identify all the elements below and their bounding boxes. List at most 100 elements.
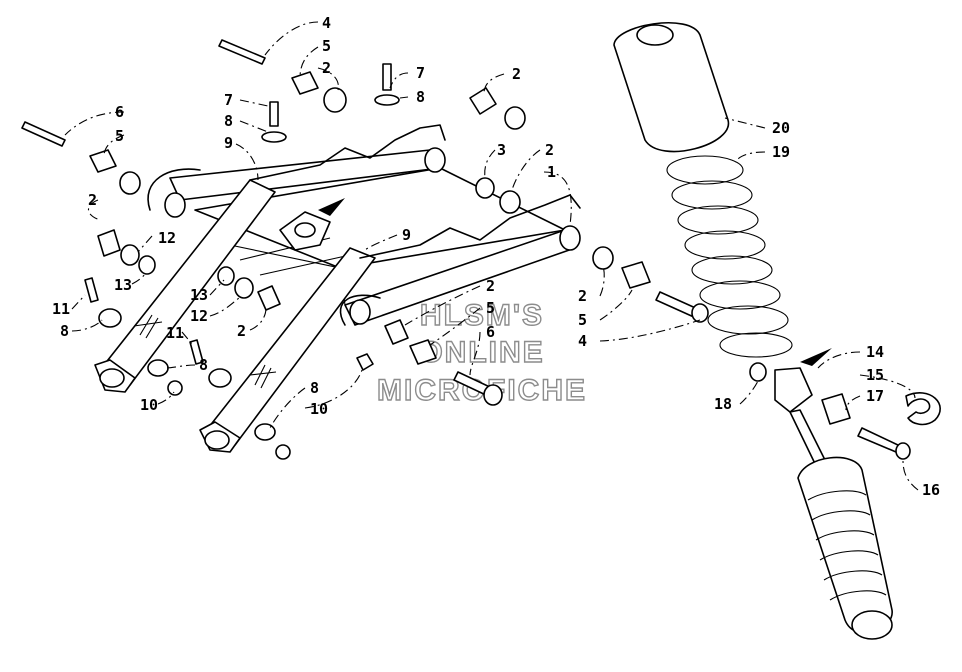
callout-5: 5 bbox=[322, 37, 331, 55]
left-tube-cap bbox=[164, 192, 186, 218]
bushing-5-top bbox=[291, 71, 319, 95]
callout-4: 4 bbox=[322, 14, 331, 32]
callout-2: 2 bbox=[237, 322, 246, 340]
callout-8: 8 bbox=[199, 356, 208, 374]
callout-2: 2 bbox=[486, 277, 495, 295]
bolt-6-left bbox=[21, 121, 66, 147]
callout-11: 11 bbox=[166, 324, 184, 342]
washer-8-left bbox=[261, 131, 287, 143]
shock-boot-20 bbox=[613, 22, 729, 153]
bolt-11-a bbox=[84, 277, 99, 303]
washer-8-d bbox=[254, 423, 276, 441]
bolt-11-b bbox=[189, 339, 204, 365]
callout-19: 19 bbox=[772, 143, 790, 161]
coil-spring-19 bbox=[666, 155, 793, 358]
callout-8: 8 bbox=[310, 379, 319, 397]
rear-bent-rail bbox=[249, 124, 446, 181]
front-hook bbox=[339, 294, 381, 326]
nut-13-left bbox=[138, 255, 156, 275]
spacer-2-mid-left bbox=[257, 285, 281, 311]
nut-center bbox=[356, 353, 374, 371]
nut-10-b bbox=[275, 444, 291, 460]
callout-10: 10 bbox=[140, 396, 158, 414]
callout-9: 9 bbox=[402, 226, 411, 244]
callout-12: 12 bbox=[158, 229, 176, 247]
callout-15: 15 bbox=[866, 366, 884, 384]
washer-8-b bbox=[147, 359, 169, 377]
callout-8: 8 bbox=[224, 112, 233, 130]
callout-7: 7 bbox=[224, 91, 233, 109]
callout-13: 13 bbox=[114, 276, 132, 294]
callout-7: 7 bbox=[416, 64, 425, 82]
shock-body bbox=[797, 456, 893, 634]
washer-8-c bbox=[208, 368, 232, 388]
rear-tube-cap bbox=[424, 147, 446, 173]
shock-body-ribs bbox=[807, 490, 887, 601]
callout-14: 14 bbox=[866, 343, 884, 361]
bushing-5-left bbox=[89, 149, 117, 173]
callout-13: 13 bbox=[190, 286, 208, 304]
washer-12-left bbox=[120, 244, 140, 266]
callout-8: 8 bbox=[416, 88, 425, 106]
shock-absorber bbox=[613, 22, 941, 640]
callout-20: 20 bbox=[772, 119, 790, 137]
bushing-5-far-right bbox=[621, 261, 651, 289]
washer-12-mid bbox=[234, 277, 254, 299]
spacer-2-top bbox=[323, 87, 347, 113]
callout-6: 6 bbox=[115, 103, 124, 121]
watermark-line-2: ONLINE bbox=[419, 336, 544, 369]
washer-8-a bbox=[98, 308, 122, 328]
callout-2: 2 bbox=[545, 141, 554, 159]
shock-lower-eye bbox=[851, 610, 893, 640]
callout-18: 18 bbox=[714, 395, 732, 413]
nut-13-mid bbox=[217, 266, 235, 286]
callout-9: 9 bbox=[224, 134, 233, 152]
front-tube-cap bbox=[559, 225, 581, 251]
bolt-16 bbox=[857, 427, 901, 453]
callout-6: 6 bbox=[486, 323, 495, 341]
callout-3: 3 bbox=[497, 141, 506, 159]
nut-3-a bbox=[504, 106, 526, 130]
washer-8-top bbox=[374, 94, 400, 106]
spacer-2-far-right bbox=[592, 246, 614, 270]
callout-5: 5 bbox=[115, 127, 124, 145]
sleeve-17 bbox=[821, 393, 851, 425]
callout-8: 8 bbox=[60, 322, 69, 340]
screw-7-left bbox=[269, 101, 279, 127]
front-left-tube-cap bbox=[349, 299, 371, 325]
callout-16: 16 bbox=[922, 481, 940, 499]
callout-2: 2 bbox=[322, 59, 331, 77]
bushing-18 bbox=[749, 362, 767, 382]
boot-top-opening bbox=[636, 24, 674, 46]
direction-arrow-left bbox=[318, 198, 345, 216]
spacer-2-front bbox=[384, 319, 409, 345]
callout-11: 11 bbox=[52, 300, 70, 318]
bolt-4-top bbox=[218, 39, 266, 65]
clip-15 bbox=[905, 392, 941, 426]
callout-1: 1 bbox=[547, 163, 556, 181]
spacer-2-left bbox=[119, 171, 141, 195]
callout-10: 10 bbox=[310, 400, 328, 418]
callout-2: 2 bbox=[578, 287, 587, 305]
spacer-2-low-left bbox=[97, 229, 121, 257]
nut-10-a bbox=[167, 380, 183, 396]
bracket-hole bbox=[294, 222, 316, 238]
callout-2: 2 bbox=[512, 65, 521, 83]
bolt-6-head bbox=[483, 384, 503, 406]
leader-lines bbox=[64, 21, 919, 491]
direction-arrow-right bbox=[800, 348, 832, 366]
callout-numbers: 4 5 2 7 8 2 6 5 7 8 9 3 2 1 2 12 13 9 13… bbox=[52, 14, 940, 499]
bolt-4-head bbox=[691, 303, 709, 323]
shock-eye-14 bbox=[774, 367, 813, 413]
bolt-16-head bbox=[895, 442, 911, 460]
bushing-5-front bbox=[409, 339, 437, 365]
nut-3-b bbox=[475, 177, 495, 199]
callout-5: 5 bbox=[486, 299, 495, 317]
watermark-line-1: HLSM'S bbox=[420, 299, 544, 332]
callout-2: 2 bbox=[88, 191, 97, 209]
callout-12: 12 bbox=[190, 307, 208, 325]
front-bent-rail bbox=[359, 194, 581, 259]
front-arm-assembly bbox=[94, 124, 581, 453]
callout-17: 17 bbox=[866, 387, 884, 405]
